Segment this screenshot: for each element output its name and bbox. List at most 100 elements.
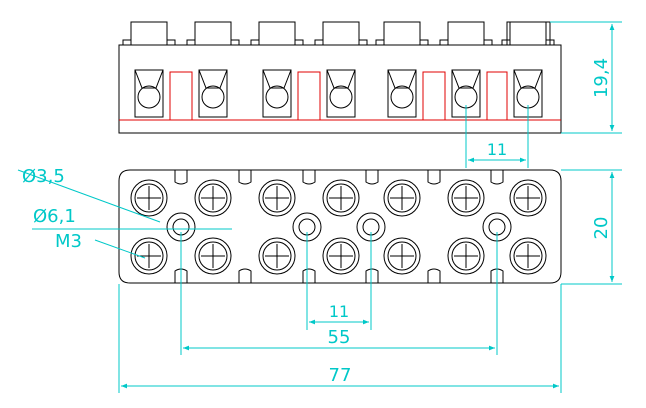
top-view xyxy=(118,169,562,284)
terminal-cell-slot xyxy=(134,69,164,89)
screw-head xyxy=(130,21,168,45)
terminal-cell-slot xyxy=(513,69,543,89)
screw-inner xyxy=(198,241,228,271)
screw-inner xyxy=(451,183,481,213)
screw-outer xyxy=(322,179,360,217)
top-screws xyxy=(130,179,547,275)
screw-outer xyxy=(194,237,232,275)
terminal-cell-slot xyxy=(451,69,481,89)
screw-head xyxy=(258,21,296,45)
screw-head xyxy=(383,21,421,45)
screw-inner xyxy=(513,241,543,271)
terminal-wire-hole xyxy=(137,85,161,109)
terminal-cell xyxy=(262,69,292,118)
terminal-cell xyxy=(326,69,356,118)
terminal-wire-hole xyxy=(516,85,540,109)
screw-head-collar xyxy=(439,39,493,45)
screw-outer xyxy=(258,179,296,217)
terminal-wire-hole xyxy=(265,85,289,109)
screw-inner xyxy=(134,241,164,271)
side-screw-heads xyxy=(122,21,555,45)
terminal-cell-slot xyxy=(326,69,356,89)
screw-head-collar xyxy=(122,39,176,45)
top-body-outline xyxy=(118,169,562,284)
hole-diameter-label: Ø3,5 xyxy=(22,166,65,187)
screw-head xyxy=(322,21,360,45)
separator xyxy=(422,71,446,120)
terminal-cell-slot xyxy=(387,69,417,89)
side-body xyxy=(118,44,562,134)
side-separators xyxy=(169,71,508,120)
separator xyxy=(169,71,193,120)
screw-inner xyxy=(262,183,292,213)
screw-outer xyxy=(509,237,547,275)
screw-outer xyxy=(447,179,485,217)
screw-outer xyxy=(258,237,296,275)
screw-leader xyxy=(94,239,146,259)
screw-head-collar xyxy=(314,39,368,45)
screw-inner xyxy=(198,183,228,213)
height-side-label: 19,4 xyxy=(591,58,612,98)
screw-inner xyxy=(134,183,164,213)
pitch-side-label: 11 xyxy=(487,140,507,159)
screw-size-label: M3 xyxy=(55,231,82,252)
top-notch xyxy=(427,170,441,185)
side-terminal-cells xyxy=(134,69,543,118)
terminal-wire-hole xyxy=(329,85,353,109)
terminal-cell xyxy=(134,69,164,118)
terminal-cell xyxy=(198,69,228,118)
top-notch xyxy=(174,170,188,185)
side-view xyxy=(118,21,562,134)
screw-outer xyxy=(130,179,168,217)
bottom-notch xyxy=(238,268,252,283)
separator xyxy=(486,71,508,120)
mount-spacing-label: 55 xyxy=(328,327,351,348)
screw-inner xyxy=(387,183,417,213)
terminal-cell-slot xyxy=(198,69,228,89)
terminal-cell xyxy=(387,69,417,118)
screw-outer xyxy=(509,179,547,217)
width-top-label: 20 xyxy=(591,217,612,240)
overall-length-label: 77 xyxy=(329,365,352,386)
pitch-top-label: 11 xyxy=(329,302,349,321)
terminal-wire-hole xyxy=(201,85,225,109)
top-notch xyxy=(302,170,316,185)
screw-head xyxy=(509,21,547,45)
mount-diameter-label: Ø6,1 xyxy=(33,206,76,227)
screw-inner xyxy=(387,241,417,271)
top-notch xyxy=(365,170,379,185)
screw-head-collar xyxy=(375,39,429,45)
screw-head-collar xyxy=(186,39,240,45)
terminal-cell-slot xyxy=(262,69,292,89)
side-dimensions xyxy=(465,21,622,168)
terminal-wire-hole xyxy=(454,85,478,109)
screw-outer xyxy=(130,237,168,275)
top-notches xyxy=(174,170,504,283)
screw-outer xyxy=(447,237,485,275)
screw-outer xyxy=(383,179,421,217)
screw-inner xyxy=(451,241,481,271)
terminal-cell xyxy=(451,69,481,118)
screw-inner xyxy=(326,241,356,271)
screw-outer xyxy=(322,237,360,275)
top-notch xyxy=(238,170,252,185)
screw-outer xyxy=(194,179,232,217)
screw-inner xyxy=(513,183,543,213)
terminal-cell xyxy=(513,69,543,118)
side-body-outline xyxy=(118,21,562,134)
bottom-notch xyxy=(302,268,316,283)
bottom-notch xyxy=(427,268,441,283)
terminal-wire-hole xyxy=(390,85,414,109)
screw-outer xyxy=(383,237,421,275)
screw-head xyxy=(194,21,232,45)
screw-head-collar xyxy=(250,39,304,45)
bottom-notch xyxy=(365,268,379,283)
screw-head xyxy=(447,21,485,45)
screw-inner xyxy=(326,183,356,213)
separator xyxy=(297,71,321,120)
mount-holes xyxy=(166,212,512,242)
top-dimensions xyxy=(17,169,622,393)
hole-leader xyxy=(17,169,161,223)
top-notch xyxy=(490,170,504,185)
